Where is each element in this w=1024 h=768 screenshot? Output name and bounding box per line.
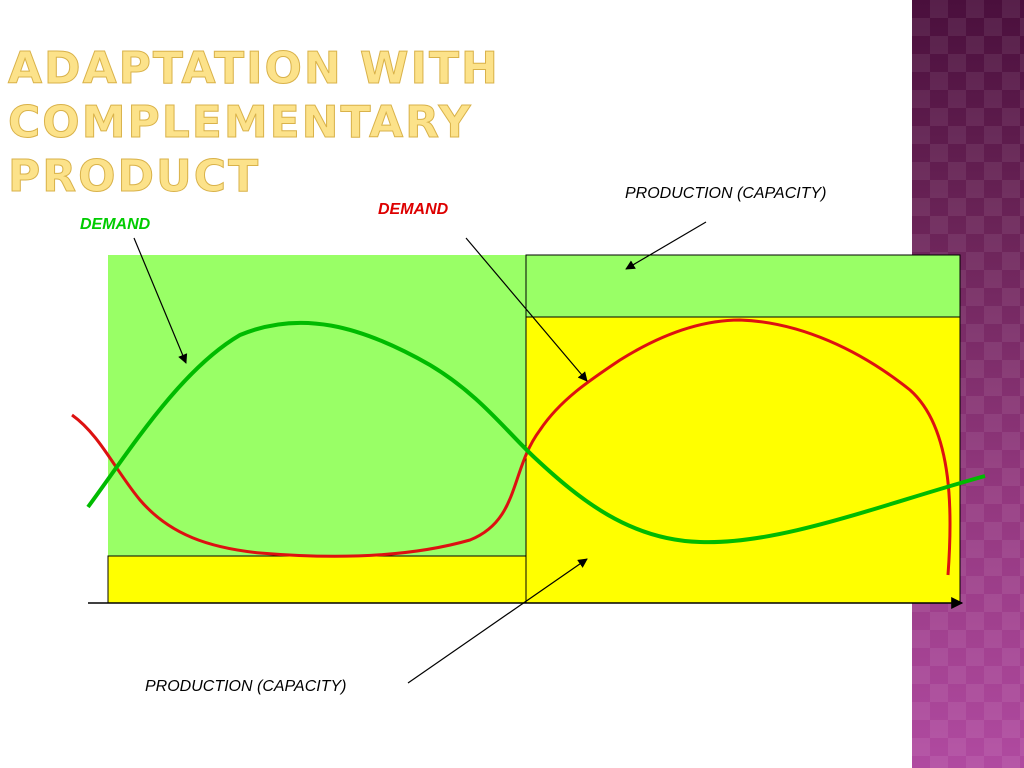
decorative-side-band bbox=[912, 0, 1024, 768]
slide-title: ADAPTATION WITH COMPLEMENTARY PRODUCT bbox=[7, 42, 908, 204]
arrow-demand-left bbox=[133, 237, 188, 364]
title-line-1: ADAPTATION WITH COMPLEMENTARY bbox=[8, 43, 500, 149]
arrow-production-bottom bbox=[407, 558, 588, 684]
left-yellow-capacity-area bbox=[107, 555, 527, 604]
left-green-capacity-area bbox=[108, 255, 526, 556]
arrow-demand-right bbox=[465, 237, 588, 382]
label-production-top: PRODUCTION (CAPACITY) bbox=[625, 185, 826, 202]
red-demand-curve bbox=[71, 318, 952, 576]
right-green-capacity-area bbox=[525, 254, 961, 318]
right-yellow-capacity-area bbox=[525, 316, 961, 604]
label-production-bottom: PRODUCTION (CAPACITY) bbox=[145, 678, 346, 695]
title-line-2: PRODUCT bbox=[7, 151, 261, 203]
label-demand-left: DEMAND bbox=[80, 216, 151, 233]
green-demand-curve bbox=[86, 320, 986, 545]
arrow-production-top bbox=[625, 221, 707, 270]
label-demand-right: DEMAND bbox=[378, 201, 449, 218]
